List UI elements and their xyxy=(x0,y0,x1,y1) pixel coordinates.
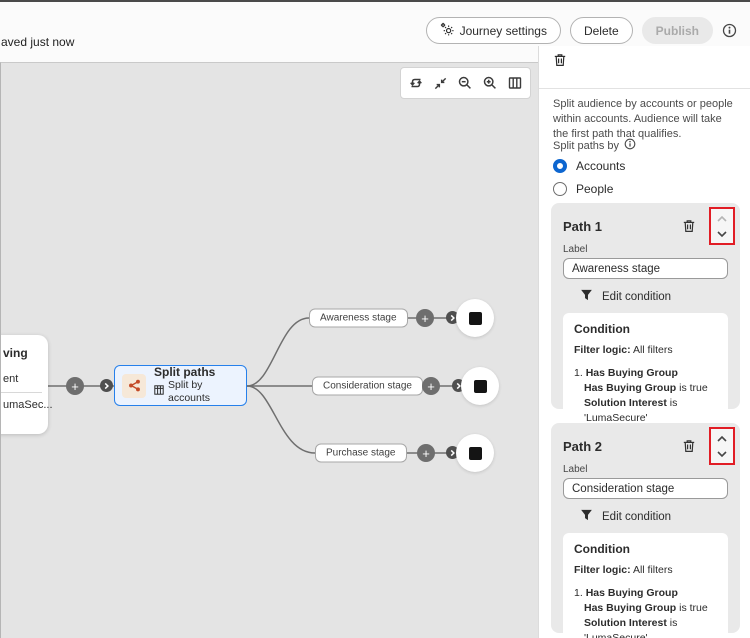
edit-condition-label: Edit condition xyxy=(602,510,672,523)
end-icon xyxy=(468,311,482,325)
grid-icon xyxy=(154,385,164,399)
path-2-edit-condition-button[interactable]: Edit condition xyxy=(580,509,671,524)
edge-arrow-icon xyxy=(446,446,459,459)
end-node[interactable] xyxy=(456,299,494,337)
undo-redo-icon[interactable] xyxy=(405,71,428,95)
branch-label-purchase[interactable]: Purchase stage xyxy=(315,443,407,463)
condition-rule: Solution Interest is 'LumaSecure' xyxy=(584,617,678,638)
source-node-divider xyxy=(1,392,42,393)
radio-unselected-icon xyxy=(553,182,567,196)
panel-divider xyxy=(539,88,750,89)
radio-accounts-label: Accounts xyxy=(576,159,626,173)
journey-canvas[interactable]: ving ent umaSec... + Sp xyxy=(0,62,538,638)
split-paths-config-panel: Split audience by accounts or people wit… xyxy=(538,46,750,638)
path-1-card: Path 1 Label xyxy=(551,203,740,465)
path-2-title: Path 2 xyxy=(563,439,603,454)
condition-rule: Solution Interest is 'LumaSecure' xyxy=(584,397,678,424)
source-node-subtitle: ent xyxy=(3,373,19,385)
group-name: Has Buying Group xyxy=(585,367,678,379)
group-name: Has Buying Group xyxy=(585,587,678,599)
path-2-condition-summary: Condition Filter logic: All filters 1. H… xyxy=(563,533,728,638)
save-status: aved just now xyxy=(1,35,75,49)
zoom-in-icon[interactable] xyxy=(479,71,502,95)
path-1-label-input[interactable] xyxy=(563,258,728,279)
canvas-toolbar xyxy=(400,67,531,99)
group-number: 1. xyxy=(574,587,583,599)
radio-people[interactable]: People xyxy=(553,182,613,196)
info-icon[interactable] xyxy=(624,138,636,153)
delete-activity-trash-icon[interactable] xyxy=(553,53,567,67)
path-2-label-input[interactable] xyxy=(563,478,728,499)
branch-label-consideration[interactable]: Consideration stage xyxy=(312,376,423,396)
move-path-up-chevron-icon[interactable] xyxy=(716,211,728,226)
info-icon[interactable] xyxy=(722,23,737,38)
branch-label-awareness[interactable]: Awareness stage xyxy=(309,308,408,328)
radio-accounts[interactable]: Accounts xyxy=(553,159,625,173)
header-actions: Journey settings Delete Publish xyxy=(425,17,737,44)
filter-funnel-icon xyxy=(580,509,593,524)
fit-view-icon[interactable] xyxy=(429,71,452,95)
condition-rule: Has Buying Group is true xyxy=(584,602,708,614)
condition-heading: Condition xyxy=(574,542,630,556)
add-node-button[interactable]: + xyxy=(416,309,434,327)
split-node-title: Split paths xyxy=(154,365,216,379)
panel-description: Split audience by accounts or people wit… xyxy=(553,98,733,140)
filter-logic-value: All filters xyxy=(632,564,673,576)
path-1-title: Path 1 xyxy=(563,219,603,234)
minimap-icon[interactable] xyxy=(503,71,526,95)
annotation-highlight xyxy=(709,207,735,245)
add-node-button[interactable]: + xyxy=(66,377,84,395)
annotation-highlight xyxy=(709,427,735,465)
condition-heading: Condition xyxy=(574,322,630,336)
publish-button[interactable]: Publish xyxy=(641,17,713,44)
move-path-down-chevron-icon[interactable] xyxy=(716,226,728,241)
end-node[interactable] xyxy=(461,367,499,405)
path-1-label-caption: Label xyxy=(563,244,588,255)
add-node-button[interactable]: + xyxy=(417,444,435,462)
path-2-trash-icon[interactable] xyxy=(682,439,696,456)
split-paths-by-label: Split paths by xyxy=(553,139,620,152)
filter-funnel-icon xyxy=(580,289,593,304)
add-node-button[interactable]: + xyxy=(422,377,440,395)
filter-logic-label: Filter logic: xyxy=(574,564,631,576)
move-path-down-chevron-icon[interactable] xyxy=(716,446,728,461)
publish-label: Publish xyxy=(655,23,699,38)
end-icon xyxy=(473,379,487,393)
path-1-edit-condition-button[interactable]: Edit condition xyxy=(580,289,671,304)
delete-button[interactable]: Delete xyxy=(569,17,633,44)
condition-rule: Has Buying Group is true xyxy=(584,382,708,394)
end-icon xyxy=(468,446,482,460)
split-node-subtitle: Split by accounts xyxy=(168,379,211,404)
edit-condition-label: Edit condition xyxy=(602,290,672,303)
radio-selected-icon xyxy=(553,159,567,173)
split-share-icon xyxy=(122,373,146,398)
split-paths-by-row: Split paths by xyxy=(553,138,636,153)
end-node[interactable] xyxy=(456,434,494,472)
move-path-up-chevron-icon[interactable] xyxy=(716,431,728,446)
gear-icon xyxy=(440,22,454,39)
group-number: 1. xyxy=(574,367,583,379)
source-node-title: ving xyxy=(3,346,28,360)
split-paths-node[interactable]: Split paths Split by accounts xyxy=(114,365,247,406)
filter-logic-label: Filter logic: xyxy=(574,344,631,356)
journey-settings-label: Journey settings xyxy=(459,23,547,38)
edge-arrow-icon xyxy=(100,379,113,392)
edge-arrow-icon xyxy=(446,311,459,324)
path-2-label-caption: Label xyxy=(563,464,588,475)
journey-settings-button[interactable]: Journey settings xyxy=(425,17,561,44)
path-1-trash-icon[interactable] xyxy=(682,219,696,236)
source-node[interactable]: ving ent umaSec... xyxy=(1,335,53,434)
edge-connectors xyxy=(48,317,472,454)
window-top-border xyxy=(0,0,750,2)
filter-logic-value: All filters xyxy=(632,344,673,356)
path-2-card: Path 2 Label xyxy=(551,423,740,638)
delete-label: Delete xyxy=(583,23,619,38)
zoom-out-icon[interactable] xyxy=(454,71,477,95)
source-node-tag: umaSec... xyxy=(3,399,53,411)
radio-people-label: People xyxy=(576,182,614,196)
